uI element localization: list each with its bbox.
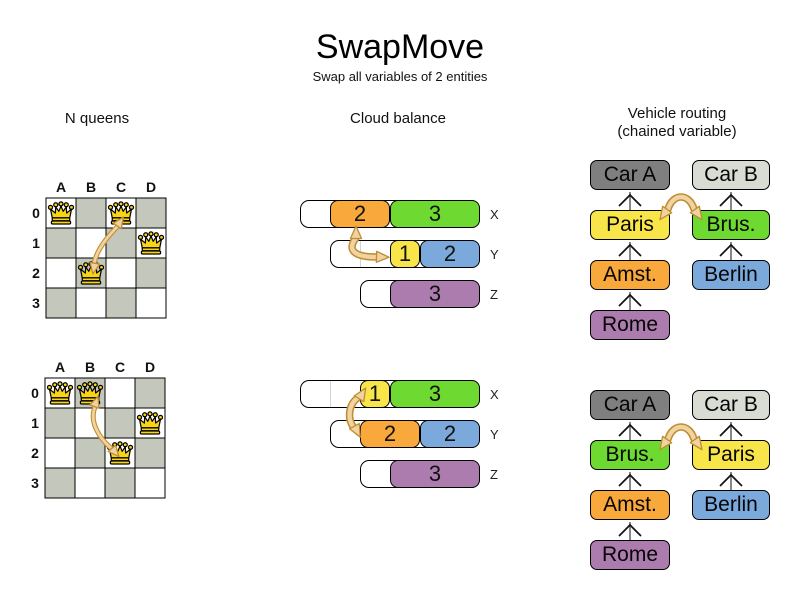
cloud-row-label-X: X <box>490 387 499 402</box>
board-cell-C1 <box>104 407 136 439</box>
board-cell-C1 <box>105 227 137 259</box>
chain-arrowhead-icon <box>618 523 642 537</box>
board-cell-B0 <box>75 197 107 229</box>
cloud-block-yellow: 1 <box>360 380 390 408</box>
board-cell-C3 <box>104 467 136 499</box>
cloud-block-green: 3 <box>390 200 480 228</box>
vehicle-box-car-a: Car A <box>590 390 670 420</box>
board-cell-C0 <box>104 377 136 409</box>
chain-arrowhead-icon <box>618 293 642 307</box>
chain-arrowhead-icon <box>719 243 743 257</box>
board-cell-A3 <box>44 467 76 499</box>
board-row-label: 2 <box>32 265 40 281</box>
board-row-label: 3 <box>31 475 39 491</box>
cloud-block-yellow: 1 <box>390 240 420 268</box>
nqueens-board-after: A B C D 0 1 2 3 <box>31 359 166 499</box>
board-cell-A1 <box>44 407 76 439</box>
vehicle-box-car-b: Car B <box>692 390 770 420</box>
board-row-label: 0 <box>31 385 39 401</box>
board-row-label: 2 <box>31 445 39 461</box>
vehicle-box-paris: Paris <box>590 210 670 240</box>
cloud-row-label-Y: Y <box>490 247 499 262</box>
board-cell-D3 <box>134 467 166 499</box>
cloud-header: Cloud balance <box>350 110 446 127</box>
board-cell-B1 <box>75 227 107 259</box>
vehicle-box-car-a: Car A <box>590 160 670 190</box>
board-cell-D2 <box>134 437 166 469</box>
nqueens-board-before: A B C D 0 1 2 3 <box>32 179 167 319</box>
cloud-block-purple: 3 <box>390 460 480 488</box>
board-cell-D3 <box>135 287 167 319</box>
cloud-block-purple: 3 <box>390 280 480 308</box>
board-cell-A2 <box>44 437 76 469</box>
vehicle-box-berlin: Berlin <box>692 490 770 520</box>
board-col-label: C <box>116 179 126 195</box>
board-col-label: A <box>55 359 65 375</box>
vehicle-header: Vehicle routing (chained variable) <box>582 105 772 141</box>
board-cell-C2 <box>105 257 137 289</box>
board-cell-A2 <box>45 257 77 289</box>
board-col-label: D <box>146 179 156 195</box>
vehicle-box-rome: Rome <box>590 310 670 340</box>
board-col-label: B <box>86 179 96 195</box>
vehicle-header-line2: (chained variable) <box>617 123 737 140</box>
vehicle-box-amst: Amst. <box>590 260 670 290</box>
cloud-block-green: 3 <box>390 380 480 408</box>
chain-arrowhead-icon <box>618 423 642 437</box>
board-row-label: 1 <box>31 415 39 431</box>
vehicle-box-amst: Amst. <box>590 490 670 520</box>
cloud-block-orange: 2 <box>360 420 420 448</box>
cloud-row-label-Z: Z <box>490 467 498 482</box>
chain-arrowhead-icon <box>719 423 743 437</box>
board-cell-D2 <box>135 257 167 289</box>
board-col-label: D <box>145 359 155 375</box>
vehicle-header-line1: Vehicle routing <box>627 105 727 122</box>
board-cell-B3 <box>75 287 107 319</box>
vehicle-box-rome: Rome <box>590 540 670 570</box>
vehicle-box-brus: Brus. <box>590 440 670 470</box>
board-col-label: A <box>56 179 66 195</box>
board-cell-D0 <box>134 377 166 409</box>
cloud-block-blue: 2 <box>420 420 480 448</box>
board-row-label: 0 <box>32 205 40 221</box>
board-col-label: B <box>85 359 95 375</box>
board-cell-B3 <box>74 467 106 499</box>
nqueens-header: N queens <box>64 110 130 127</box>
page-subtitle: Swap all variables of 2 entities <box>312 69 488 84</box>
chain-arrowhead-icon <box>618 193 642 207</box>
chain-arrowhead-icon <box>719 473 743 487</box>
cloud-block-blue: 2 <box>420 240 480 268</box>
cloud-row-label-X: X <box>490 207 499 222</box>
board-cell-B1 <box>74 407 106 439</box>
board-col-label: C <box>115 359 125 375</box>
cloud-row-label-Y: Y <box>490 427 499 442</box>
chain-arrowhead-icon <box>719 193 743 207</box>
board-cell-C3 <box>105 287 137 319</box>
page-title: SwapMove <box>315 28 485 66</box>
ghost-line <box>360 241 361 267</box>
chain-arrowhead-icon <box>618 243 642 257</box>
board-cell-A1 <box>45 227 77 259</box>
board-row-label: 3 <box>32 295 40 311</box>
cloud-block-orange: 2 <box>330 200 390 228</box>
vehicle-box-brus: Brus. <box>692 210 770 240</box>
vehicle-box-car-b: Car B <box>692 160 770 190</box>
chain-arrowhead-icon <box>618 473 642 487</box>
ghost-line <box>330 381 331 407</box>
cloud-row-label-Z: Z <box>490 287 498 302</box>
vehicle-box-berlin: Berlin <box>692 260 770 290</box>
board-row-label: 1 <box>32 235 40 251</box>
board-cell-D0 <box>135 197 167 229</box>
vehicle-box-paris: Paris <box>692 440 770 470</box>
board-cell-B2 <box>74 437 106 469</box>
board-cell-A3 <box>45 287 77 319</box>
